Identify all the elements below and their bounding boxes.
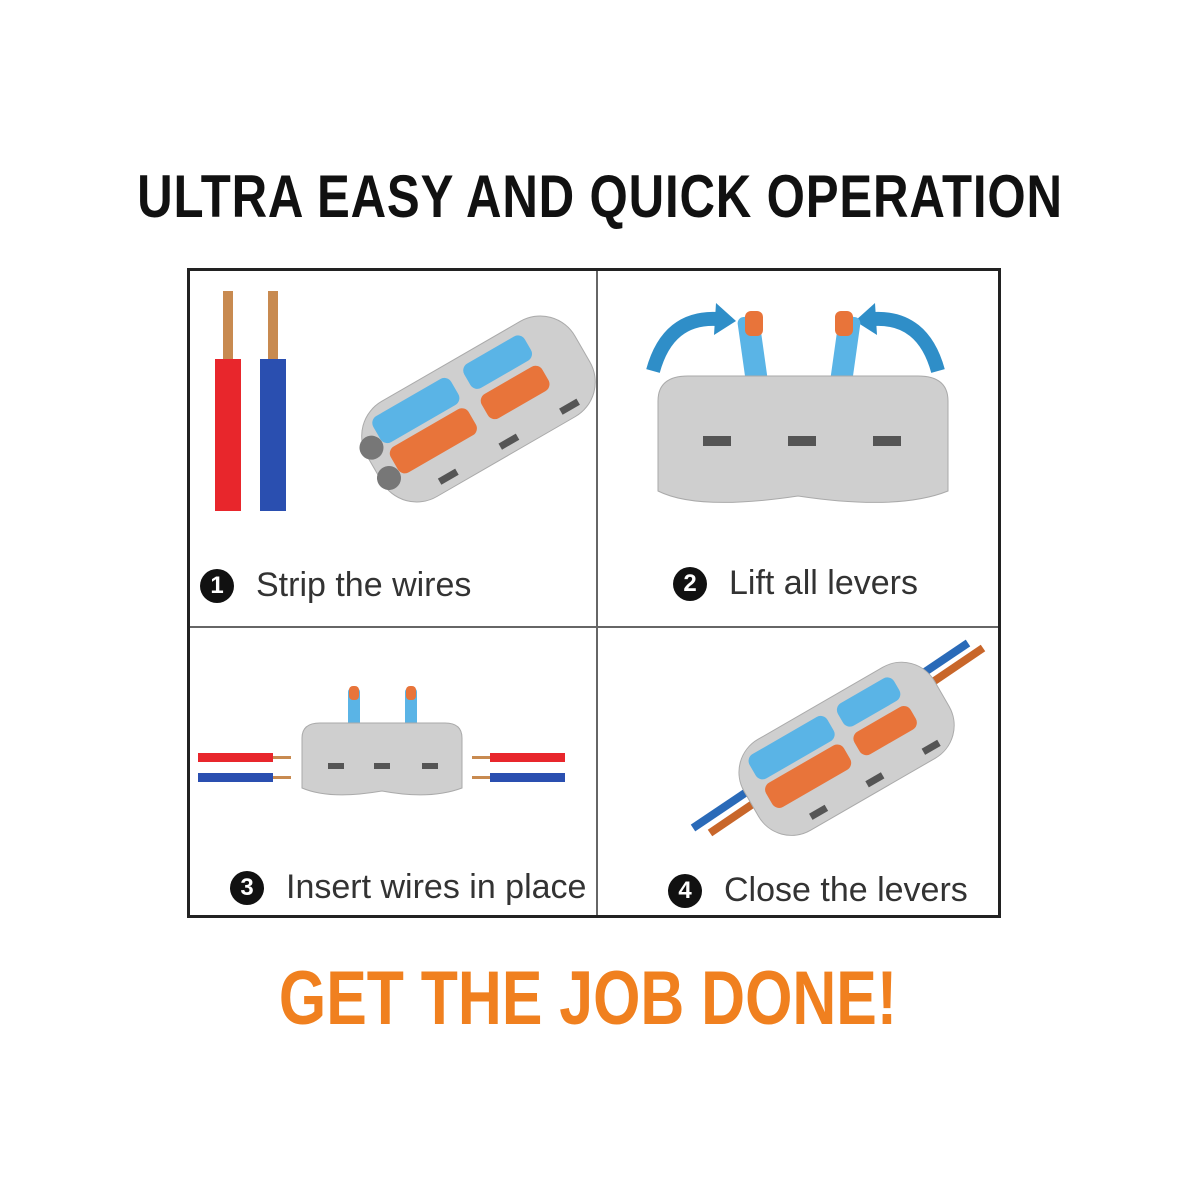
step-3-caption: 3 Insert wires in place xyxy=(230,868,586,907)
step-label: Lift all levers xyxy=(729,564,918,602)
closed-levers-illustration xyxy=(690,639,986,837)
divider xyxy=(190,626,998,628)
step-number-badge: 1 xyxy=(200,568,234,603)
step-4-caption: 4 Close the levers xyxy=(668,871,968,910)
lifted-levers-illustration xyxy=(646,303,949,503)
divider xyxy=(596,271,598,915)
step-1-caption: 1 Strip the wires xyxy=(200,566,471,605)
step-2-caption: 2 Lift all levers xyxy=(673,564,918,603)
inserting-wires-illustration xyxy=(198,686,565,796)
step-3-panel: 3 Insert wires in place xyxy=(190,628,596,918)
step-label: Insert wires in place xyxy=(286,868,587,906)
step-1-panel: 1 Strip the wires xyxy=(190,271,596,626)
page-title: ULTRA EASY AND QUICK OPERATION xyxy=(137,163,1063,230)
steps-grid: 1 Strip the wires 2 Lift all levers xyxy=(187,268,1001,918)
step-label: Strip the wires xyxy=(256,566,472,604)
step-number-badge: 3 xyxy=(230,870,264,905)
call-to-action-text: GET THE JOB DONE! xyxy=(278,956,898,1041)
stripped-wires-and-connector-illustration xyxy=(215,291,596,511)
arrow-icon xyxy=(872,311,945,374)
step-2-panel: 2 Lift all levers xyxy=(598,271,998,626)
step-4-panel: 4 Close the levers xyxy=(598,628,998,918)
step-label: Close the levers xyxy=(724,871,968,909)
step-number-badge: 4 xyxy=(668,873,702,908)
arrow-icon xyxy=(646,311,719,374)
step-number-badge: 2 xyxy=(673,566,707,601)
